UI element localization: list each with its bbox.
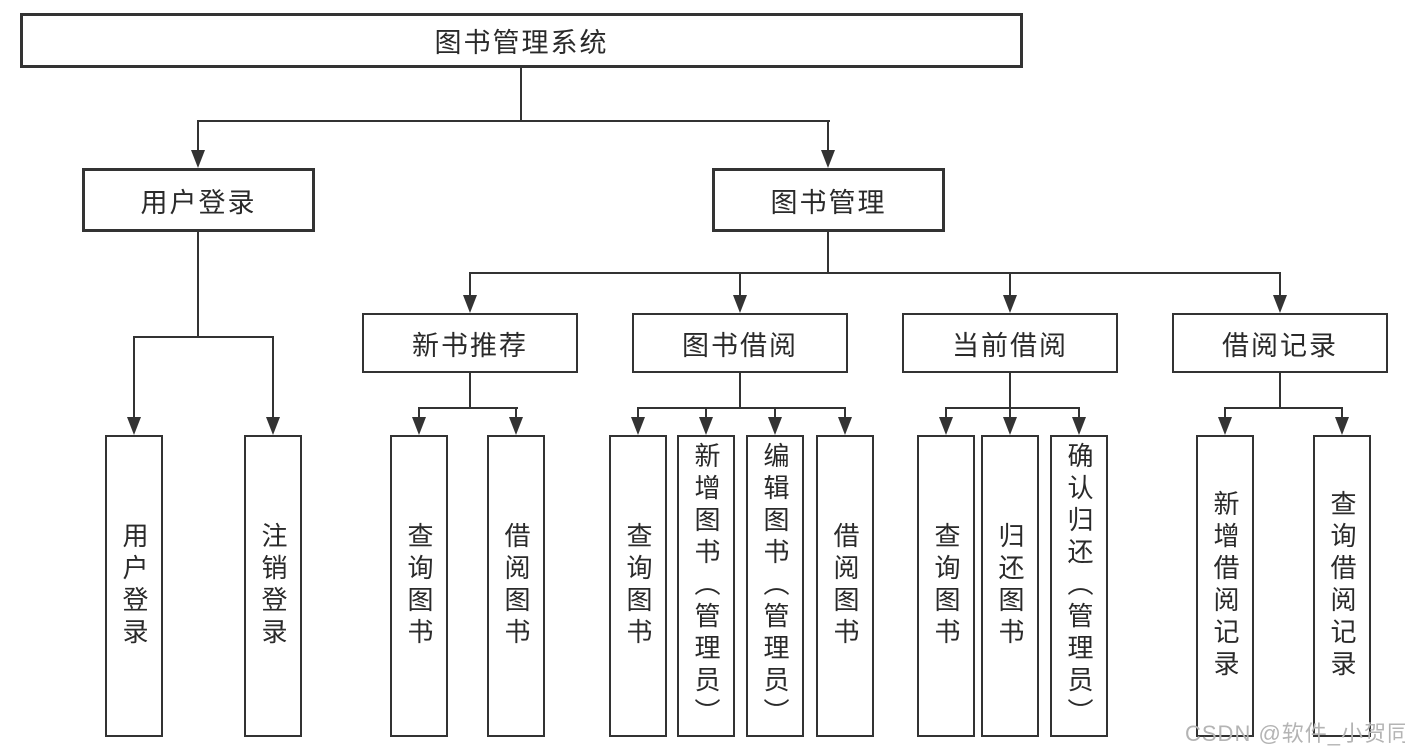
connector-line: [1009, 373, 1011, 407]
arrowhead-down-icon: [266, 417, 280, 435]
arrowhead-down-icon: [1072, 417, 1086, 435]
connector-line: [1224, 407, 1226, 417]
connector-line: [469, 272, 471, 295]
csdn-watermark: CSDN @软件_小贺同学: [1185, 721, 1405, 746]
arrowhead-down-icon: [699, 417, 713, 435]
node-cb-confirm-return-admin: 确认归还（管理员）: [1050, 435, 1108, 737]
node-book-management: 图书管理: [712, 168, 945, 232]
connector-line: [418, 407, 420, 417]
arrowhead-down-icon: [768, 417, 782, 435]
node-nbr-borrow-books: 借阅图书: [487, 435, 545, 737]
node-br-add-record: 新增借阅记录: [1196, 435, 1254, 737]
node-user-login: 用户登录: [82, 168, 315, 232]
connector-line: [1341, 407, 1343, 417]
arrowhead-down-icon: [1003, 417, 1017, 435]
node-nbr-query-books: 查询图书: [390, 435, 448, 737]
connector-line: [198, 120, 830, 122]
connector-line: [469, 373, 471, 407]
connector-line: [520, 68, 522, 120]
connector-line: [637, 407, 639, 417]
connector-line: [1078, 407, 1080, 417]
connector-line: [272, 336, 274, 417]
arrowhead-down-icon: [509, 417, 523, 435]
node-br-query-record: 查询借阅记录: [1313, 435, 1371, 737]
arrowhead-down-icon: [1335, 417, 1349, 435]
connector-line: [133, 336, 274, 338]
arrowhead-down-icon: [1273, 295, 1287, 313]
connector-line: [739, 373, 741, 407]
arrowhead-down-icon: [1003, 295, 1017, 313]
connector-line: [1009, 272, 1011, 295]
connector-line: [469, 272, 1281, 274]
node-borrowing-records: 借阅记录: [1172, 313, 1388, 373]
node-library-management-system: 图书管理系统: [20, 13, 1023, 68]
connector-line: [827, 232, 829, 272]
node-leaf-user-login: 用户登录: [105, 435, 163, 737]
arrowhead-down-icon: [127, 417, 141, 435]
arrowhead-down-icon: [838, 417, 852, 435]
arrowhead-down-icon: [463, 295, 477, 313]
connector-line: [133, 336, 135, 417]
node-bb-borrow-books: 借阅图书: [816, 435, 874, 737]
connector-line: [705, 407, 707, 417]
connector-line: [1279, 272, 1281, 295]
connector-line: [774, 407, 776, 417]
node-leaf-logout: 注销登录: [244, 435, 302, 737]
connector-line: [515, 407, 517, 417]
node-bb-add-books-admin: 新增图书（管理员）: [677, 435, 735, 737]
arrowhead-down-icon: [821, 150, 835, 168]
node-bb-edit-books-admin: 编辑图书（管理员）: [746, 435, 804, 737]
arrowhead-down-icon: [191, 150, 205, 168]
connector-line: [844, 407, 846, 417]
arrowhead-down-icon: [733, 295, 747, 313]
node-new-book-recommend: 新书推荐: [362, 313, 578, 373]
node-bb-query-books: 查询图书: [609, 435, 667, 737]
connector-line: [827, 120, 829, 150]
connector-line: [945, 407, 1080, 409]
arrowhead-down-icon: [1218, 417, 1232, 435]
node-book-borrowing: 图书借阅: [632, 313, 848, 373]
arrowhead-down-icon: [412, 417, 426, 435]
node-cb-return-books: 归还图书: [981, 435, 1039, 737]
connector-line: [197, 120, 199, 150]
arrowhead-down-icon: [939, 417, 953, 435]
connector-line: [637, 407, 846, 409]
arrowhead-down-icon: [631, 417, 645, 435]
connector-line: [739, 272, 741, 295]
connector-line: [1009, 407, 1011, 417]
connector-line: [418, 407, 518, 409]
node-current-borrowing: 当前借阅: [902, 313, 1118, 373]
node-cb-query-books: 查询图书: [917, 435, 975, 737]
connector-line: [197, 232, 199, 336]
connector-line: [1224, 407, 1343, 409]
connector-line: [945, 407, 947, 417]
connector-line: [1279, 373, 1281, 407]
